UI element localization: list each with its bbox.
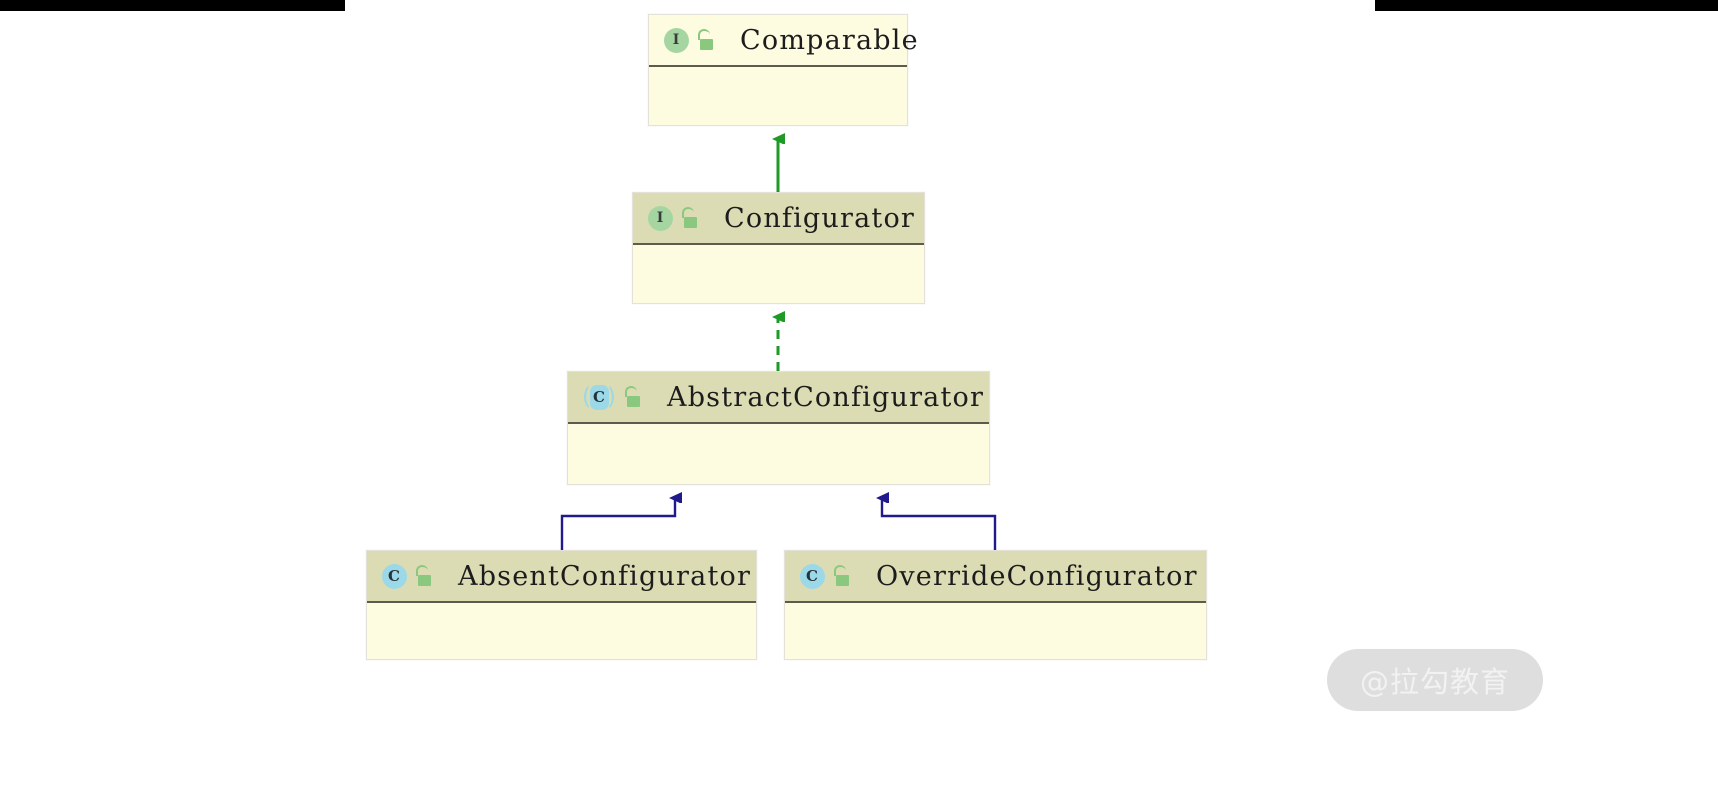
watermark-badge: @拉勾教育 [1327,649,1543,711]
open-lock-icon [680,206,702,230]
edge-overrideconfigurator-extends-abstractconfigurator [882,498,997,550]
open-lock-icon [414,564,436,588]
abstract-class-icon: ( C ) [582,384,616,410]
uml-node-title: Comparable [740,24,919,56]
uml-node-comparable[interactable]: I Comparable [648,14,918,126]
uml-node-configurator[interactable]: I Configurator [632,192,925,304]
uml-node-header: I Comparable [649,15,918,67]
open-lock-icon [696,28,718,52]
uml-node-override-configurator[interactable]: C OverrideConfigurator [784,550,1207,660]
uml-node-title: OverrideConfigurator [876,560,1198,592]
uml-node-absent-configurator[interactable]: C AbsentConfigurator [366,550,757,660]
top-black-bar-left [0,0,345,11]
uml-node-title: AbsentConfigurator [458,560,752,592]
uml-node-members [633,245,924,289]
class-circle-icon: C [381,563,407,589]
edge-absentconfigurator-extends-abstractconfigurator [560,498,675,550]
uml-node-title: AbstractConfigurator [667,381,985,413]
interface-circle-icon: I [663,27,689,53]
uml-node-members [367,603,756,647]
open-lock-icon [832,564,854,588]
uml-node-members [649,67,907,111]
uml-node-title: Configurator [724,202,916,234]
open-lock-icon [623,385,645,409]
uml-node-header: C AbsentConfigurator [367,551,756,603]
uml-node-header: I Configurator [633,193,924,245]
interface-circle-icon: I [647,205,673,231]
watermark-text: @拉勾教育 [1359,665,1510,699]
class-circle-icon: C [799,563,825,589]
uml-node-members [785,603,1206,647]
top-black-bar-right [1375,0,1718,11]
uml-node-header: ( C ) AbstractConfigurator [568,372,989,424]
uml-node-members [568,424,989,470]
uml-node-header: C OverrideConfigurator [785,551,1206,603]
uml-node-abstract-configurator[interactable]: ( C ) AbstractConfigurator [567,371,990,485]
